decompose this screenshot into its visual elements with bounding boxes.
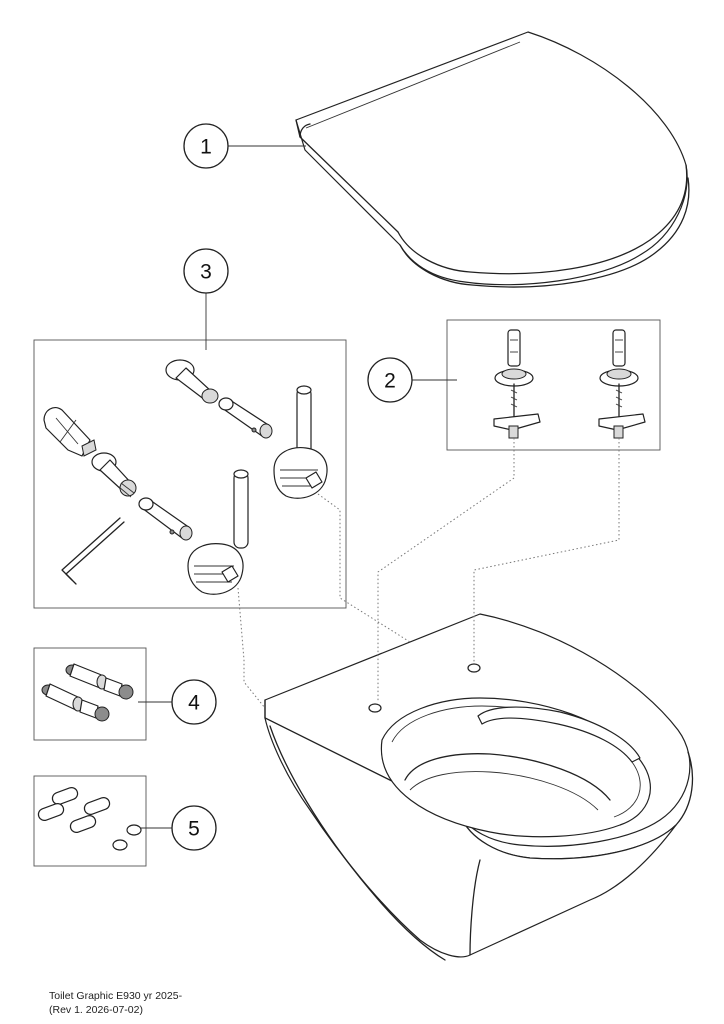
bolt-hole-left — [368, 703, 382, 713]
hinge-block-right — [273, 385, 328, 499]
bolt-hole-right — [467, 663, 481, 673]
callout-3-label: 3 — [200, 261, 212, 284]
hinge-pin-top — [165, 359, 219, 404]
assembly-guides — [237, 438, 620, 709]
toilet-seat — [295, 31, 690, 288]
callout-5: 5 — [140, 805, 217, 851]
rubber-buffer — [37, 787, 142, 851]
adapter-screw-top — [65, 663, 134, 700]
hinge-kit-box — [33, 339, 347, 609]
allen-key — [61, 517, 125, 585]
callout-1-label: 1 — [200, 136, 212, 159]
hinge-clip — [43, 407, 97, 457]
callout-4-label: 4 — [188, 692, 200, 715]
callout-1: 1 — [183, 123, 306, 169]
callout-2-label: 2 — [384, 370, 396, 393]
hinge-sleeve-middle — [138, 497, 193, 541]
rubber-buffers-box — [33, 775, 147, 867]
callout-4: 4 — [138, 679, 217, 725]
hinge-pin-middle — [91, 452, 137, 498]
callout-5-label: 5 — [188, 818, 200, 841]
fixing-bolts-box — [446, 319, 661, 451]
fixing-bolt-left — [493, 329, 541, 439]
caption-line-1: Toilet Graphic E930 yr 2025- — [49, 990, 183, 1002]
fixing-bolt-right — [598, 329, 646, 439]
adapter-screws-box — [33, 647, 147, 741]
hinge-block-left — [187, 469, 249, 595]
caption-line-2: (Rev 1. 2026-07-02) — [49, 1004, 143, 1016]
hinge-sleeve-top — [218, 397, 273, 439]
adapter-screw-bottom — [41, 683, 110, 722]
toilet-bowl — [264, 613, 694, 961]
callout-3: 3 — [183, 248, 229, 350]
callout-2: 2 — [367, 357, 457, 403]
